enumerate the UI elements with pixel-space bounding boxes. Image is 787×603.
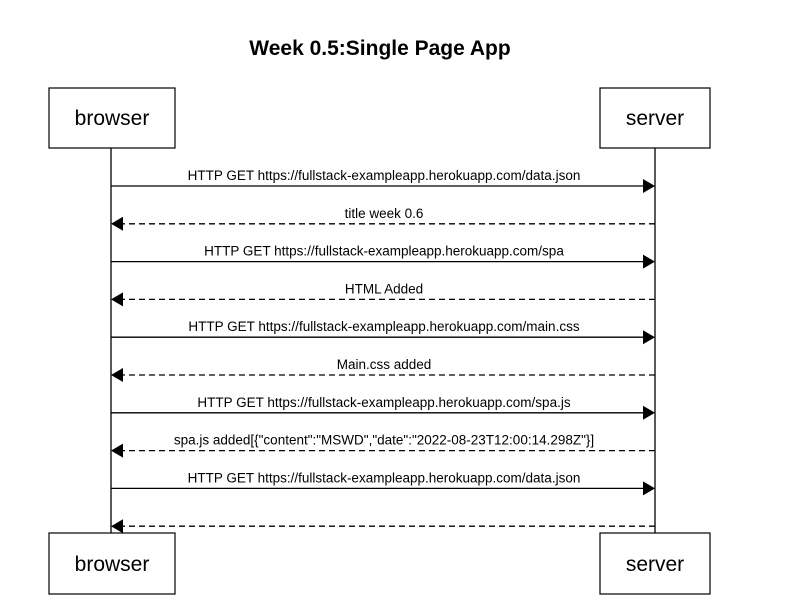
participant-server-bottom: server	[599, 532, 711, 595]
participant-label: browser	[75, 107, 150, 130]
message-1: HTTP GET https://fullstack-exampleapp.he…	[111, 168, 655, 193]
arrowhead-icon	[643, 330, 655, 345]
message-4: HTML Added	[111, 281, 655, 307]
arrowhead-icon	[111, 216, 123, 231]
participant-label: server	[626, 553, 684, 576]
message-5: HTTP GET https://fullstack-exampleapp.he…	[111, 319, 655, 345]
message-label: title week 0.6	[345, 206, 424, 221]
message-10	[111, 519, 655, 534]
message-8: spa.js added[{"content":"MSWD","date":"2…	[111, 433, 655, 458]
message-3: HTTP GET https://fullstack-exampleapp.he…	[111, 244, 655, 269]
arrowhead-icon	[643, 254, 655, 269]
arrowhead-icon	[643, 179, 655, 193]
participant-browser-top: browser	[48, 87, 176, 149]
message-label: HTTP GET https://fullstack-exampleapp.he…	[204, 244, 564, 259]
diagram-title: Week 0.5:Single Page App	[249, 37, 510, 60]
participant-server-top: server	[599, 87, 711, 149]
participant-label: browser	[75, 553, 150, 576]
arrowhead-icon	[111, 519, 123, 534]
messages: HTTP GET https://fullstack-exampleapp.he…	[111, 168, 655, 534]
message-label: HTTP GET https://fullstack-exampleapp.he…	[188, 319, 579, 334]
arrowhead-icon	[643, 405, 655, 420]
message-6: Main.css added	[111, 357, 655, 382]
participant-label: server	[626, 107, 684, 130]
arrowhead-icon	[111, 368, 123, 382]
message-label: HTTP GET https://fullstack-exampleapp.he…	[188, 470, 581, 485]
message-label: HTML Added	[345, 281, 423, 296]
arrowhead-icon	[643, 481, 655, 496]
participant-browser-bottom: browser	[48, 532, 176, 595]
message-7: HTTP GET https://fullstack-exampleapp.he…	[111, 395, 655, 420]
message-label: spa.js added[{"content":"MSWD","date":"2…	[174, 433, 594, 448]
message-2: title week 0.6	[111, 206, 655, 231]
message-label: HTTP GET https://fullstack-exampleapp.he…	[197, 395, 570, 410]
arrowhead-icon	[111, 292, 123, 307]
arrowhead-icon	[111, 443, 123, 458]
message-9: HTTP GET https://fullstack-exampleapp.he…	[111, 470, 655, 496]
message-label: Main.css added	[337, 357, 432, 372]
message-label: HTTP GET https://fullstack-exampleapp.he…	[188, 168, 581, 183]
